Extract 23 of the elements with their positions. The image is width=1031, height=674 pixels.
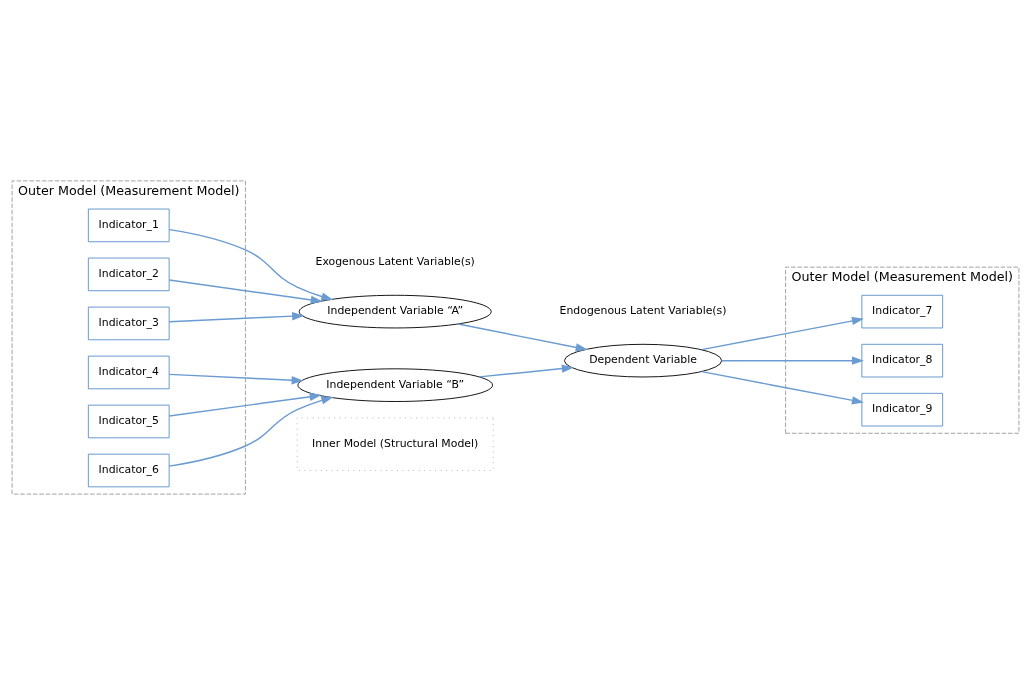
node-box: Inner Model (Structural Model) — [296, 416, 494, 471]
arrow — [168, 311, 305, 322]
arrow — [721, 355, 864, 365]
label: Endogenous Latent Variable(s) — [559, 303, 727, 317]
arrow — [168, 392, 322, 417]
node-box: Indicator_8 — [861, 343, 944, 377]
node-box: Indicator_7 — [861, 294, 944, 328]
arrow — [478, 363, 574, 378]
arrow — [168, 228, 334, 301]
node-box: Indicator_1 — [87, 208, 170, 242]
node-box: Indicator_3 — [87, 306, 170, 340]
node-box: Indicator_6 — [87, 453, 170, 487]
node-box: Indicator_9 — [861, 392, 944, 426]
arrow — [168, 278, 323, 304]
node-box: Indicator_4 — [87, 355, 170, 389]
arrow — [168, 373, 304, 384]
arrow — [701, 370, 864, 404]
arrow — [701, 316, 864, 350]
label: Exogenous Latent Variable(s) — [315, 254, 475, 268]
node-box: Indicator_5 — [87, 404, 170, 438]
node-box: Indicator_2 — [87, 257, 170, 291]
arrow — [168, 395, 334, 467]
arrow — [457, 322, 588, 352]
